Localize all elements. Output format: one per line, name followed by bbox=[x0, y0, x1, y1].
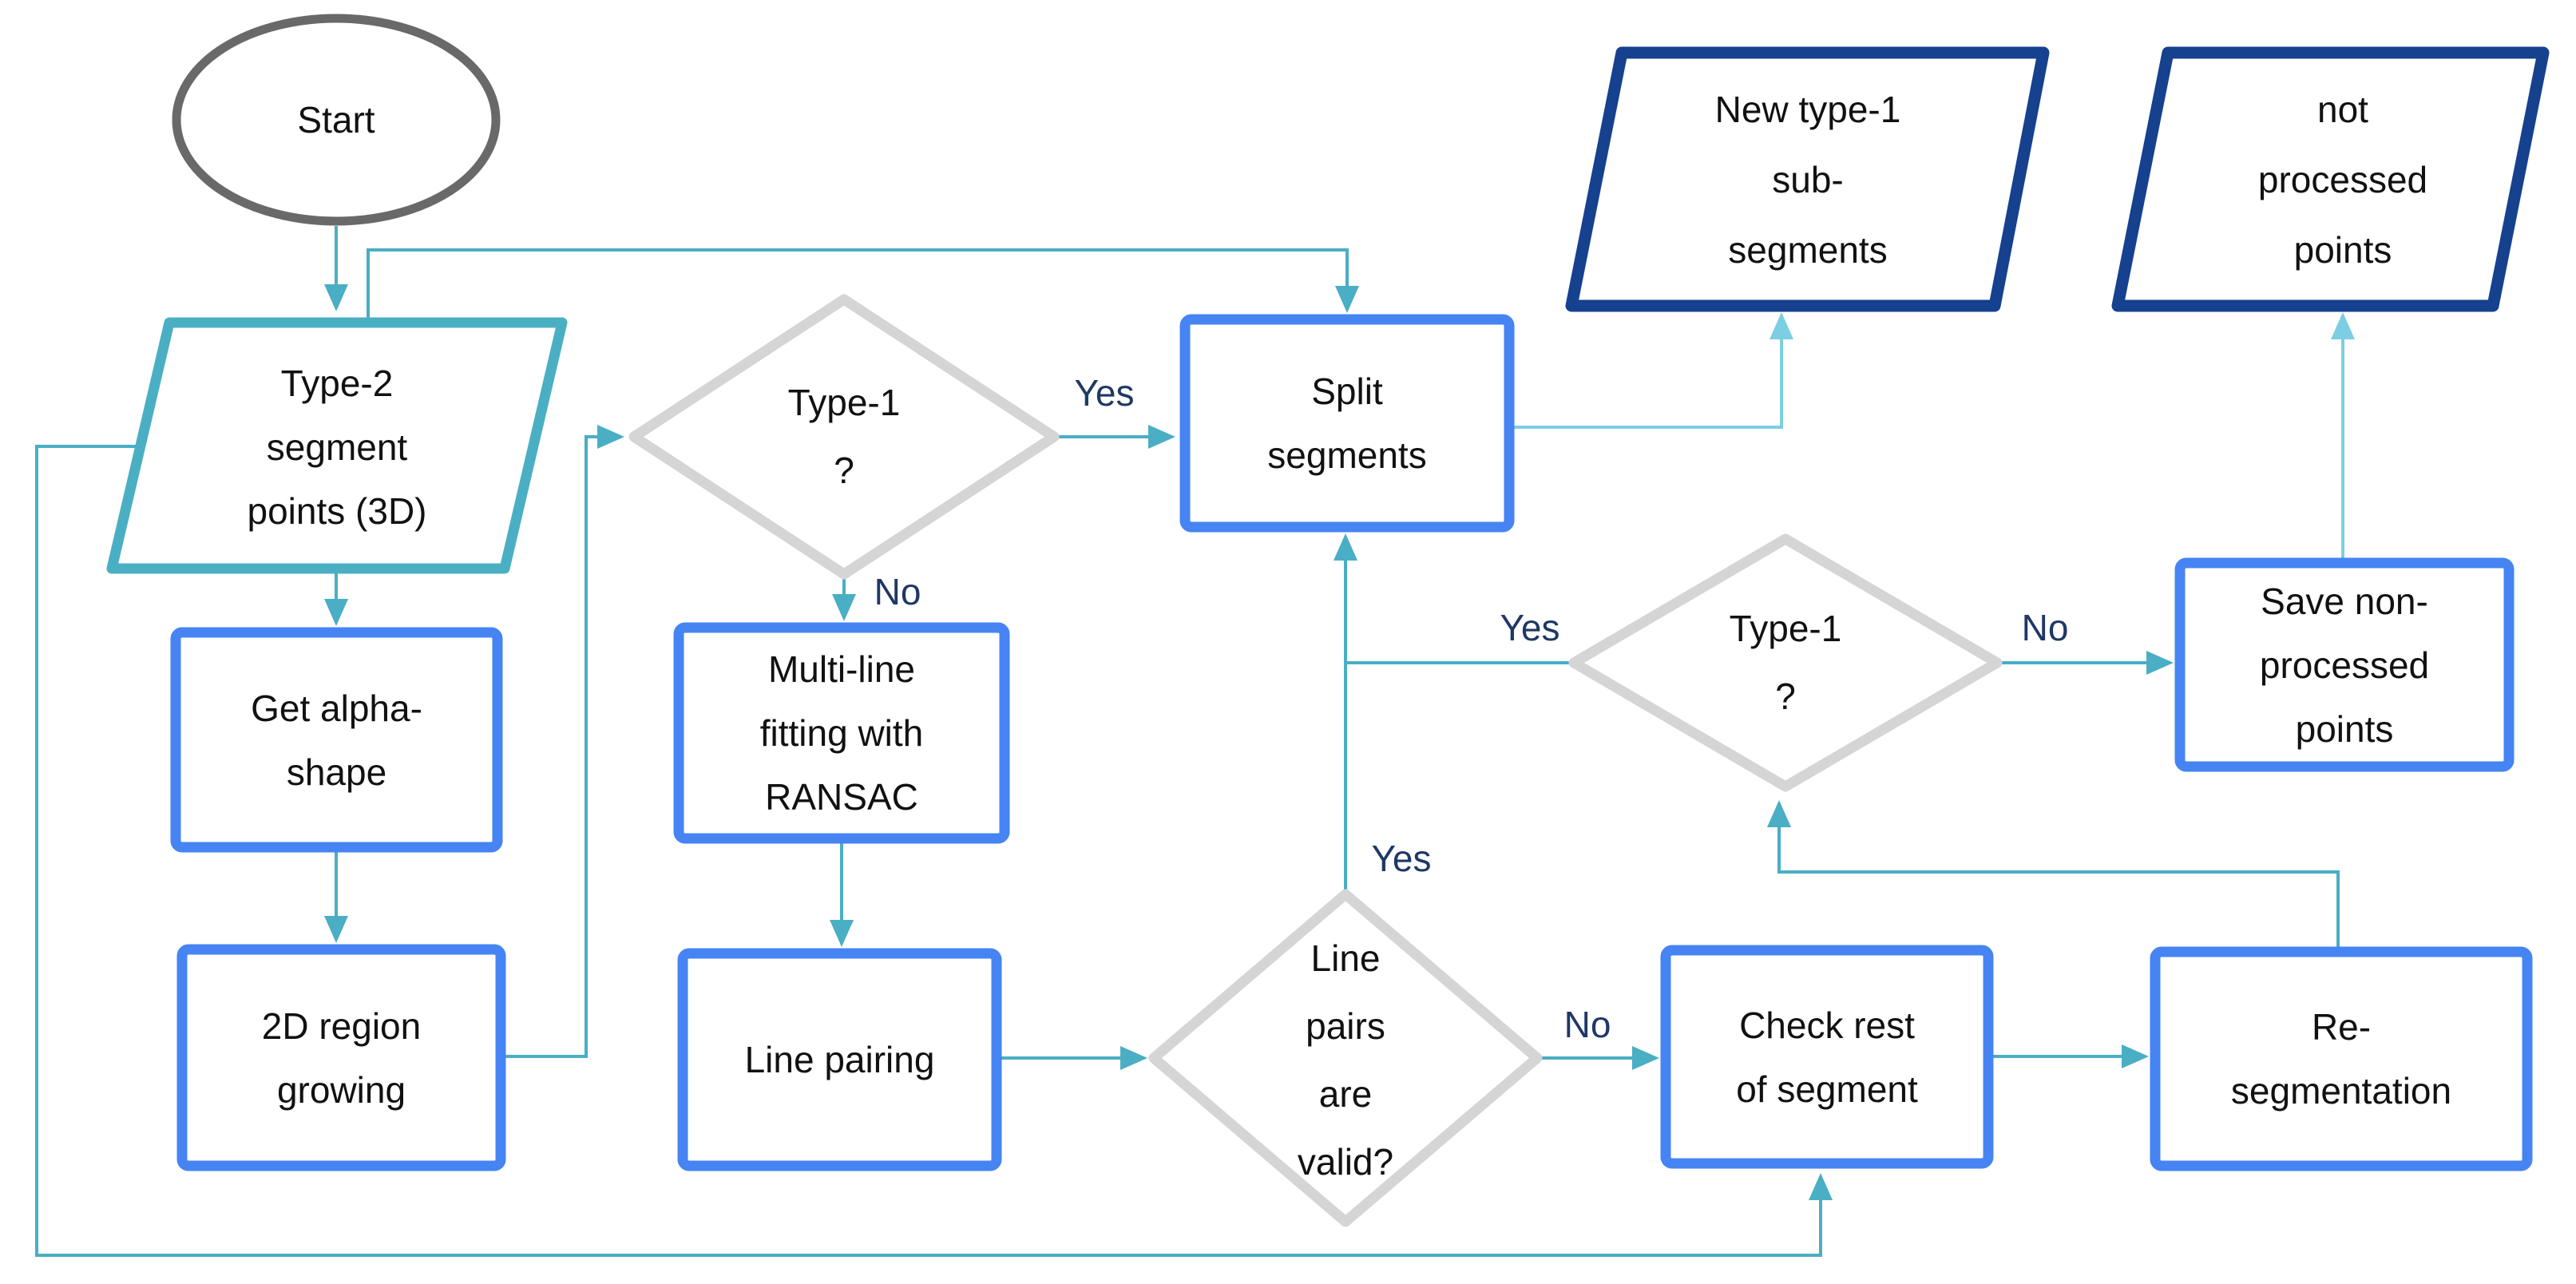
edge-region-growing-to-type1a bbox=[501, 425, 624, 1058]
type1-decision-b-diamond bbox=[1568, 533, 2003, 792]
edge-split-to-new-type1 bbox=[1511, 312, 1793, 429]
edge-label-valid-yes: Yes bbox=[1371, 838, 1432, 879]
get-alpha-shape-label: Get alpha- shape bbox=[251, 687, 422, 793]
not-processed-parallelogram-shape bbox=[2111, 46, 2550, 312]
new-type1-parallelogram-shape bbox=[1565, 46, 2050, 312]
line-pairs-valid-diamond bbox=[1148, 889, 1543, 1227]
edge-label-valid-no: No bbox=[1563, 1004, 1611, 1045]
edge-label-type1a-yes: Yes bbox=[1074, 372, 1135, 414]
save-points-box bbox=[2174, 557, 2515, 772]
type1-decision-a-label: Type-1 ? bbox=[787, 382, 901, 491]
check-rest-label: Check rest of segment bbox=[1736, 1004, 1918, 1110]
edge-type2-left-loop-to-check-rest bbox=[35, 445, 1833, 1257]
start-terminator-shape bbox=[172, 14, 501, 226]
edge-label-type1b-no: No bbox=[2021, 607, 2069, 648]
line-pairing-box bbox=[677, 948, 1002, 1171]
multiline-fitting-label: Multi-line fitting with RANSAC bbox=[759, 648, 924, 818]
edge-type2-top-to-split bbox=[367, 248, 1359, 323]
resegmentation-label: Re- segmentation bbox=[2230, 1006, 2452, 1112]
multiline-fitting-box bbox=[673, 622, 1010, 844]
edge-label-type1a-no: No bbox=[874, 571, 921, 612]
type2-points-parallelogram-shape bbox=[106, 317, 568, 574]
not-processed-label: not processed points bbox=[2257, 89, 2428, 271]
edge-resegmentation-to-type1b bbox=[1767, 800, 2340, 950]
line-pairing-label: Line pairing bbox=[744, 1039, 935, 1080]
region-growing-box bbox=[176, 944, 506, 1171]
region-growing-label: 2D region growing bbox=[261, 1005, 422, 1111]
edge-label-type1b-yes: Yes bbox=[1500, 607, 1560, 648]
type1-decision-a-diamond bbox=[628, 294, 1060, 580]
split-segments-label: Split segments bbox=[1267, 371, 1427, 476]
type1-decision-b-label: Type-1 ? bbox=[1729, 608, 1842, 717]
new-type1-label: New type-1 sub- segments bbox=[1714, 89, 1901, 271]
save-points-label: Save non- processed points bbox=[2259, 580, 2430, 750]
split-segments-box bbox=[1179, 314, 1515, 533]
type2-points-label: Type-2 segment points (3D) bbox=[247, 363, 427, 532]
line-pairs-valid-label: Line pairs are valid? bbox=[1297, 937, 1394, 1183]
get-alpha-shape-box bbox=[170, 627, 503, 853]
resegmentation-box bbox=[2150, 946, 2533, 1171]
check-rest-box bbox=[1660, 945, 1994, 1169]
start-label: Start bbox=[297, 99, 375, 141]
